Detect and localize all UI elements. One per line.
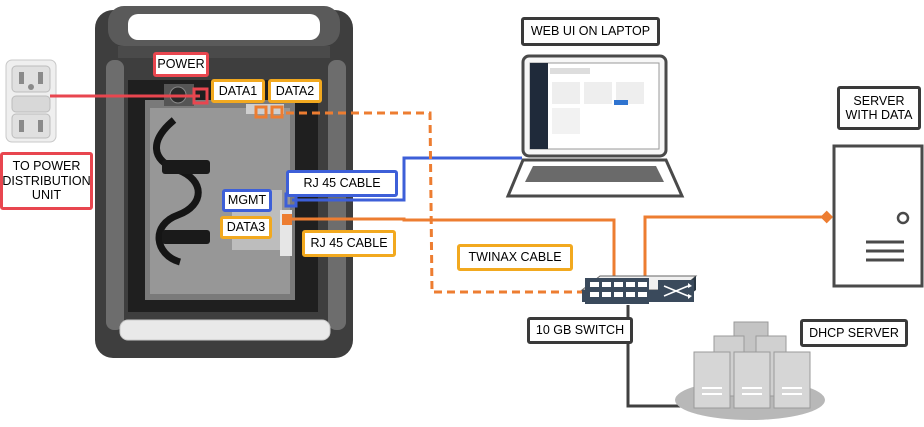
- rj45-cable-orange-label: RJ 45 CABLE: [302, 230, 396, 257]
- dhcp-network-cable: [626, 305, 690, 408]
- network-switch-icon: [580, 275, 698, 304]
- power-cable: [50, 87, 209, 105]
- power-outlet-icon: [5, 59, 57, 143]
- power-distribution-unit-label: TO POWER DISTRIBUTION UNIT: [0, 152, 93, 210]
- switch-10gb-label: 10 GB SWITCH: [527, 317, 633, 344]
- laptop-icon: [505, 54, 685, 198]
- data1-label: DATA1: [211, 79, 265, 103]
- rj45-cable-blue-label: RJ 45 CABLE: [286, 170, 398, 197]
- rj45-data-cable: [282, 214, 616, 276]
- server-data-cable: [643, 210, 834, 276]
- dhcp-server-label: DHCP SERVER: [800, 319, 908, 347]
- twinax-cable: [254, 105, 597, 294]
- server-cluster-icon: [675, 321, 825, 420]
- server-with-data-label: SERVER WITH DATA: [837, 86, 921, 130]
- web-ui-on-laptop-label: WEB UI ON LAPTOP: [521, 17, 660, 46]
- data3-label: DATA3: [220, 216, 272, 239]
- server-tower-icon: [832, 144, 924, 288]
- power-label: POWER: [153, 52, 209, 77]
- data2-label: DATA2: [268, 79, 322, 103]
- twinax-cable-label: TWINAX CABLE: [457, 244, 573, 271]
- mgmt-label: MGMT: [222, 189, 272, 212]
